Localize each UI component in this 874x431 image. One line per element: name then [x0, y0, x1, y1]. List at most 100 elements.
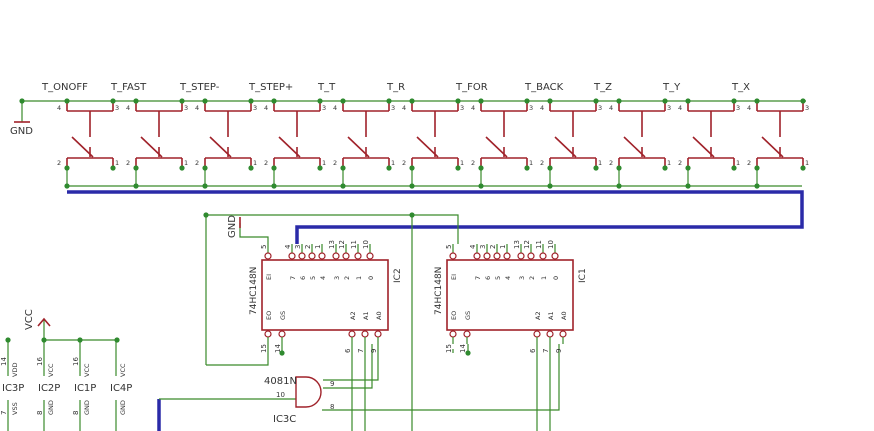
- gate-part: 4081N: [264, 376, 297, 387]
- ic-inverter-bubble: [318, 252, 326, 260]
- ic-ref-label: IC2: [393, 268, 403, 283]
- switch-actuator: [623, 136, 646, 158]
- switch-pin-num: 2: [126, 159, 130, 167]
- junction-dot: [754, 98, 760, 104]
- junction-dot: [41, 337, 47, 343]
- ic-inner-top: 0: [367, 276, 375, 280]
- switch-pin-num: 2: [678, 159, 682, 167]
- switch-pin-num: 3: [391, 104, 395, 112]
- ic-inner-top: 6: [299, 276, 307, 280]
- junction-dot: [202, 183, 208, 189]
- junction-dot: [271, 98, 277, 104]
- junction-dot: [64, 98, 70, 104]
- switch-pin-num: 1: [322, 159, 326, 167]
- junction-dot: [386, 165, 392, 171]
- ic-inverter-bubble: [517, 252, 525, 260]
- junction-dot: [524, 98, 530, 104]
- ic-inverter-bubble: [278, 330, 286, 338]
- switch-pin-num: 1: [184, 159, 188, 167]
- junction-dot: [179, 165, 185, 171]
- switch-pin-num: 4: [540, 104, 544, 112]
- junction-dot: [800, 165, 806, 171]
- switch-pin-num: 4: [333, 104, 337, 112]
- junction-dot: [317, 165, 323, 171]
- switch-pin-num: 3: [667, 104, 671, 112]
- ic-inverter-bubble: [332, 252, 340, 260]
- ic-top-pin-num: 5: [445, 245, 453, 249]
- power-vcc-label: VDD: [11, 363, 19, 377]
- ic-top-pin-num: 2: [489, 245, 497, 249]
- and-gate-ic3c: 4081N IC3C 9 8 10: [264, 376, 334, 425]
- ic-top-pin-num: 5: [260, 245, 268, 249]
- ic-top-pin-num: 10: [362, 240, 370, 249]
- ic-bottom-pin-num: 15: [260, 344, 268, 353]
- ic-inner-top: 7: [289, 276, 297, 280]
- switch-pin-num: 4: [57, 104, 61, 112]
- junction-dot: [616, 183, 622, 189]
- junction-dot: [409, 212, 415, 218]
- ic-inner-top: 0: [552, 276, 560, 280]
- switch-label: T_BACK: [524, 82, 564, 93]
- ic-inverter-bubble: [527, 252, 535, 260]
- switch-actuator: [209, 136, 232, 158]
- switch-label: T_X: [731, 82, 750, 93]
- ic-top-pin-num: 3: [479, 245, 487, 249]
- junction-dot: [662, 165, 668, 171]
- junction-dot: [203, 212, 209, 218]
- ic2-gnd-symbol: GND: [227, 215, 241, 238]
- junction-dot: [64, 165, 70, 171]
- power-vcc-label: VCC: [119, 363, 127, 377]
- ic-inner-top: 3: [333, 276, 341, 280]
- ic2-74hc148n: 5EI4736251413312211110015EO14GS6A27A19A0…: [249, 240, 403, 353]
- ic-inverter-bubble: [463, 330, 471, 338]
- switch-pin-num: 1: [115, 159, 119, 167]
- junction-dot: [455, 165, 461, 171]
- switch-actuator: [761, 136, 784, 158]
- power-ref-label: IC3P: [2, 383, 24, 394]
- ic-top-pin-num: 13: [513, 240, 521, 249]
- ic-top-pin-num: 4: [284, 244, 292, 249]
- ic-bottom-pin-num: 7: [542, 349, 550, 353]
- ic-inverter-bubble: [374, 330, 382, 338]
- ic-inner-bottom: GS: [279, 311, 287, 320]
- junction-dot: [340, 165, 346, 171]
- ic-inner-top: 1: [540, 276, 548, 280]
- ic-inverter-bubble: [366, 252, 374, 260]
- switch-pin-num: 1: [391, 159, 395, 167]
- junction-dot: [465, 350, 471, 356]
- ic-bottom-pin-num: 9: [555, 349, 563, 353]
- junction-dot: [409, 183, 415, 189]
- power-vcc-label: VCC: [83, 363, 91, 377]
- switch-pin-num: 4: [264, 104, 268, 112]
- power-gnd-pin: 7: [0, 411, 8, 415]
- ic-inner-top: 2: [528, 276, 536, 280]
- switch-actuator: [347, 136, 370, 158]
- junction-dot: [248, 98, 254, 104]
- ic-inner-bottom: GS: [464, 311, 472, 320]
- switch-actuator: [416, 136, 439, 158]
- switch-label: T_STEP-: [179, 82, 220, 93]
- junction-dot: [524, 165, 530, 171]
- junction-dot: [685, 183, 691, 189]
- ic-inverter-bubble: [264, 252, 272, 260]
- ic-inner-top: EI: [450, 274, 458, 280]
- ic-bottom-pin-num: 7: [357, 349, 365, 353]
- ic-inverter-bubble: [559, 330, 567, 338]
- ic-part-label: 74HC148N: [249, 267, 259, 315]
- junction-dot: [731, 165, 737, 171]
- junction-dot: [77, 337, 83, 343]
- ic-inverter-bubble: [539, 252, 547, 260]
- switch-label: T_ONOFF: [41, 82, 88, 93]
- ic-top-pin-num: 12: [523, 240, 531, 249]
- junction-dot: [547, 183, 553, 189]
- ic-inner-top: 4: [319, 276, 327, 280]
- ic-top-pin-num: 10: [547, 240, 555, 249]
- switch-pin-num: 1: [736, 159, 740, 167]
- switch-pin-num: 1: [460, 159, 464, 167]
